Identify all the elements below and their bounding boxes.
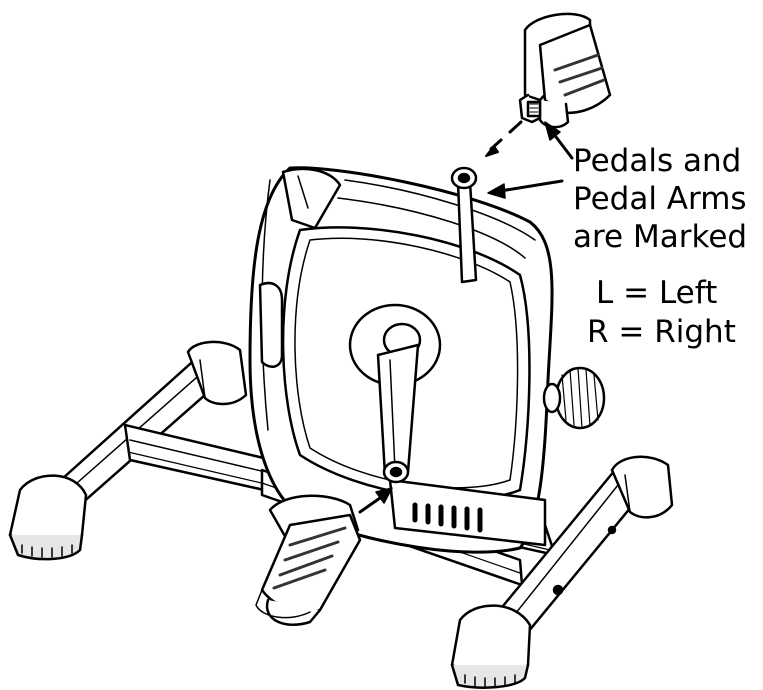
right-front-stabilizer [450, 455, 674, 689]
resistance-knob [542, 366, 606, 430]
crank-assembly [348, 166, 478, 484]
callout-arrows [358, 121, 574, 514]
legend-left: L = Left [596, 275, 718, 311]
legend-right: R = Right [587, 314, 736, 350]
callout-text-line-2: Pedal Arms [573, 181, 747, 217]
callout-text-line-1: Pedals and [573, 143, 742, 179]
dashed-arrow [485, 120, 523, 157]
upper-pedal [518, 12, 612, 129]
callout-text-line-3: are Marked [573, 219, 748, 255]
lower-pedal [255, 494, 362, 627]
